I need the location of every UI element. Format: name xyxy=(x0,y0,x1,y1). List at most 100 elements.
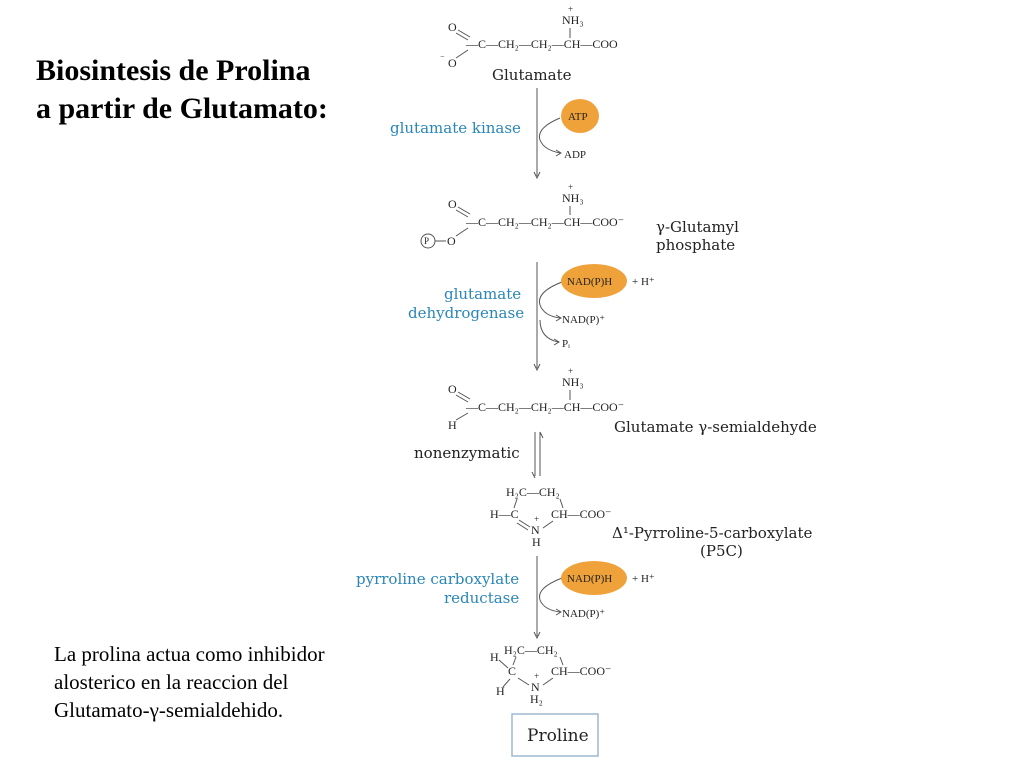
cofactor-atp: ATP xyxy=(568,111,588,123)
compound-p5c-line1: Δ¹-Pyrroline-5-carboxylate xyxy=(612,524,813,542)
cofactor-hplus-2: + H⁺ xyxy=(632,573,655,585)
arrowhead xyxy=(533,631,541,640)
arrowhead xyxy=(539,431,544,439)
pro-c: C xyxy=(508,664,516,678)
p5c-structure: H₂C—CH₂ H—C CH—COO⁻ + N H Δ¹-Pyrroline-5… xyxy=(490,485,813,560)
note-line-3: Glutamato-γ-semialdehido. xyxy=(54,698,284,722)
cofactor-nadph-1: NAD(P)H xyxy=(567,276,612,288)
gs-nh3: NH₃ xyxy=(562,375,584,389)
bond xyxy=(542,677,554,686)
compound-p5c-line2: (P5C) xyxy=(700,542,743,560)
compound-semialdehyde: Glutamate γ-semialdehyde xyxy=(614,418,817,436)
gp-nh3: NH₃ xyxy=(562,191,584,205)
semialdehyde-structure: + NH₃ O —C—CH₂—CH₂—CH—COO⁻ H Glutamate γ… xyxy=(448,366,817,436)
gp-o-top: O xyxy=(448,197,457,211)
pro-h2: H₂ xyxy=(530,692,543,706)
bond xyxy=(516,522,529,531)
gs-o: O xyxy=(448,382,457,396)
bond xyxy=(517,677,530,686)
arrowhead xyxy=(555,314,562,322)
glutamyl-phosphate-structure: + NH₃ O —C—CH₂—CH₂—CH—COO⁻ P O γ-Glutamy… xyxy=(420,182,739,254)
glutamate-nh3: NH₃ xyxy=(562,13,584,27)
p5c-ring-mid: H—C xyxy=(490,507,519,521)
bond xyxy=(455,32,469,41)
glutamate-o-top: O xyxy=(448,20,457,34)
cofactor-arc-4 xyxy=(538,577,563,613)
arrowhead xyxy=(531,471,536,479)
pro-h-upper: H xyxy=(490,650,499,664)
enzyme-reductase-line1: pyrroline carboxylate xyxy=(356,570,519,588)
bond xyxy=(457,391,471,400)
p5c-n-charge: + xyxy=(534,514,539,524)
arrowhead xyxy=(553,338,560,346)
pro-n: N xyxy=(531,680,540,694)
glutamate-chain: —C—CH₂—CH₂—CH—COO xyxy=(465,37,618,51)
cofactor-nadp-1: NAD(P)⁺ xyxy=(562,314,605,326)
gs-nh3-charge: + xyxy=(568,366,573,376)
cofactor-nadp-2: NAD(P)⁺ xyxy=(562,608,605,620)
compound-glutamate: Glutamate xyxy=(492,66,572,84)
glutamate-structure: + NH₃ O —C—CH₂—CH₂—CH—COO O ⁻ Glutamate xyxy=(440,4,618,84)
bond xyxy=(455,209,469,218)
cofactor-pi: Pᵢ xyxy=(562,338,570,350)
title-line-1: Biosintesis de Prolina xyxy=(36,54,311,87)
bond xyxy=(502,678,511,688)
bond xyxy=(457,206,471,215)
gp-phosphate-p: P xyxy=(424,236,429,246)
slide-title: Biosintesis de Prolina a partir de Gluta… xyxy=(36,52,328,128)
label-nonenzymatic: nonenzymatic xyxy=(414,444,520,462)
bond xyxy=(559,498,564,509)
gp-nh3-charge: + xyxy=(568,182,573,192)
nadph-oval-1 xyxy=(561,264,627,298)
p5c-h: H xyxy=(532,535,541,549)
p5c-ring-top: H₂C—CH₂ xyxy=(506,485,560,499)
cofactor-adp: ADP xyxy=(564,149,586,161)
enzyme-reductase-line2: reductase xyxy=(444,589,519,607)
pi-arc xyxy=(539,319,559,343)
bond xyxy=(455,49,469,59)
glutamate-o-bottom: O xyxy=(448,56,457,70)
p5c-ring-ch: CH—COO⁻ xyxy=(551,507,611,521)
enzyme-dehydrogenase-line1: glutamate xyxy=(444,285,521,303)
title-line-2: a partir de Glutamato: xyxy=(36,92,328,125)
bond xyxy=(513,498,518,509)
inhibition-note: La prolina actua como inhibidor alosteri… xyxy=(54,640,325,724)
pro-ring-ch: CH—COO⁻ xyxy=(551,664,611,678)
proline-structure: H₂C—CH₂ H C CH—COO⁻ H + N H₂ xyxy=(490,643,611,706)
p5c-n: N xyxy=(531,523,540,537)
cofactor-arc-1 xyxy=(538,117,561,154)
glutamate-nh3-charge: + xyxy=(568,4,573,14)
enzyme-glutamate-kinase: glutamate kinase xyxy=(390,119,521,137)
proline-box xyxy=(511,713,599,757)
pro-h-lower: H xyxy=(496,684,505,698)
compound-glutamyl-phosphate-line1: γ-Glutamyl xyxy=(656,218,739,236)
bond xyxy=(518,519,531,528)
arrowhead xyxy=(555,608,562,616)
bond xyxy=(559,656,564,666)
bond xyxy=(512,656,517,666)
compound-proline: Proline xyxy=(527,726,589,746)
bond xyxy=(455,412,469,421)
bond xyxy=(455,394,469,403)
compound-glutamyl-phosphate-line2: phosphate xyxy=(656,236,735,254)
nadph-oval-2 xyxy=(561,561,627,595)
glutamate-o-charge: ⁻ xyxy=(440,53,445,63)
atp-oval xyxy=(561,99,599,133)
arrowhead xyxy=(555,149,562,157)
bond xyxy=(455,227,469,237)
gp-chain: —C—CH₂—CH₂—CH—COO⁻ xyxy=(465,215,624,229)
gs-chain: —C—CH₂—CH₂—CH—COO⁻ xyxy=(465,400,624,414)
bond xyxy=(542,520,554,529)
arrowhead xyxy=(533,171,541,180)
bond xyxy=(498,659,509,669)
pro-n-charge: + xyxy=(534,671,539,681)
cofactor-nadph-2: NAD(P)H xyxy=(567,573,612,585)
note-line-1: La prolina actua como inhibidor xyxy=(54,642,325,666)
arrowhead xyxy=(533,363,541,372)
enzyme-dehydrogenase-line2: dehydrogenase xyxy=(408,304,524,322)
cofactor-hplus-1: + H⁺ xyxy=(632,276,655,288)
note-line-2: alosterico en la reaccion del xyxy=(54,670,289,694)
bond xyxy=(457,29,471,38)
